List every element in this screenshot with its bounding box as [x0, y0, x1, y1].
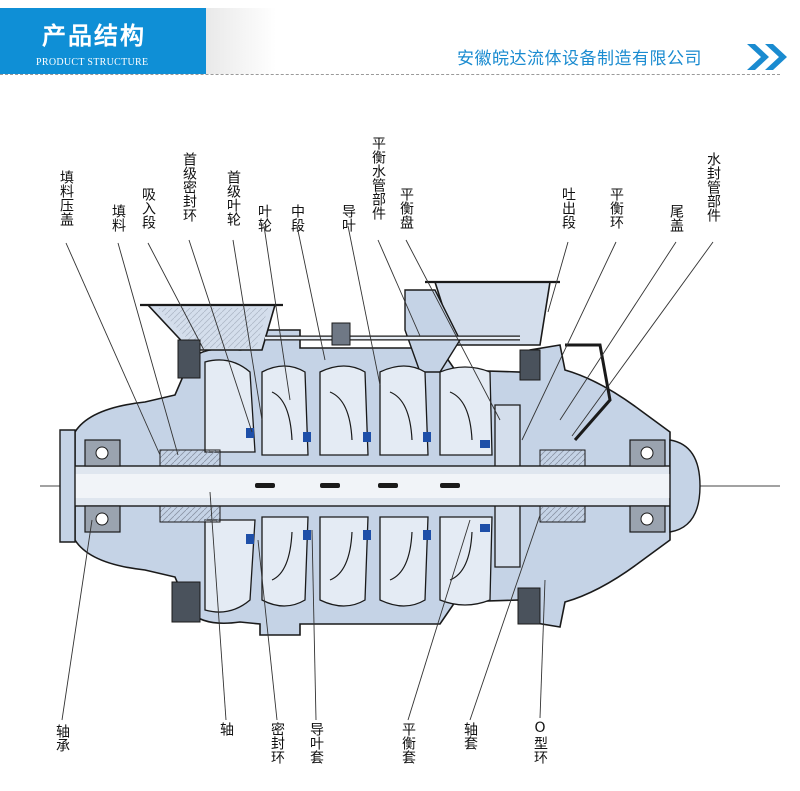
water-seal-pipe — [565, 343, 612, 441]
label-packing: 填料 — [110, 204, 126, 232]
label-shaft: 轴 — [218, 722, 234, 736]
casing-upper — [74, 329, 671, 471]
label-first-stage-seal-ring: 首级密封环 — [181, 152, 197, 222]
label-seal-ring: 密封环 — [269, 722, 285, 764]
seal-rings — [246, 428, 490, 544]
header-divider — [0, 74, 780, 75]
guide-vanes — [271, 391, 473, 581]
header-banner: 产品结构 PRODUCT STRUCTURE 安徽皖达流体设备制造有限公司 — [0, 0, 800, 80]
company-name: 安徽皖达流体设备制造有限公司 — [457, 49, 702, 69]
label-impeller: 叶轮 — [256, 204, 272, 232]
tail-cover — [669, 439, 701, 533]
label-balance-ring: 平衡环 — [608, 187, 624, 229]
left-end-housing — [59, 429, 76, 543]
label-packing-gland: 填料压盖 — [58, 170, 74, 226]
page-subtitle: PRODUCT STRUCTURE — [36, 57, 149, 68]
label-discharge-section: 吐出段 — [560, 187, 576, 229]
label-balance-disc: 平衡盘 — [398, 187, 414, 229]
pipe-fitting — [331, 322, 351, 346]
leader-lines-top — [65, 225, 714, 456]
balance-disc — [494, 404, 521, 471]
title-shadow — [206, 8, 276, 74]
label-middle-section: 中段 — [289, 204, 305, 232]
label-suction-section: 吸入段 — [140, 187, 156, 229]
title-block — [0, 8, 206, 74]
label-shaft-sleeve: 轴套 — [462, 722, 478, 750]
casing-nuts — [171, 339, 541, 625]
impeller-stages-upper — [204, 359, 493, 456]
label-balance-sleeve: 平衡套 — [400, 722, 416, 764]
impeller-stages-lower — [204, 516, 493, 613]
label-tail-cover: 尾盖 — [668, 204, 684, 232]
packing — [159, 449, 586, 523]
label-bearing: 轴承 — [54, 724, 70, 752]
label-first-stage-impeller: 首级叶轮 — [225, 170, 241, 226]
label-guide-vane-sleeve: 导叶套 — [308, 722, 324, 764]
label-balance-water-pipe: 平衡水管部件 — [370, 136, 386, 220]
label-guide-vane: 导叶 — [340, 204, 356, 232]
leader-lines-bottom — [61, 491, 546, 721]
page-title: 产品结构 — [42, 22, 146, 50]
label-water-seal-pipe: 水封管部件 — [705, 152, 721, 222]
double-chevron-right-icon[interactable] — [745, 42, 791, 72]
label-o-ring: O型环 — [532, 720, 548, 764]
